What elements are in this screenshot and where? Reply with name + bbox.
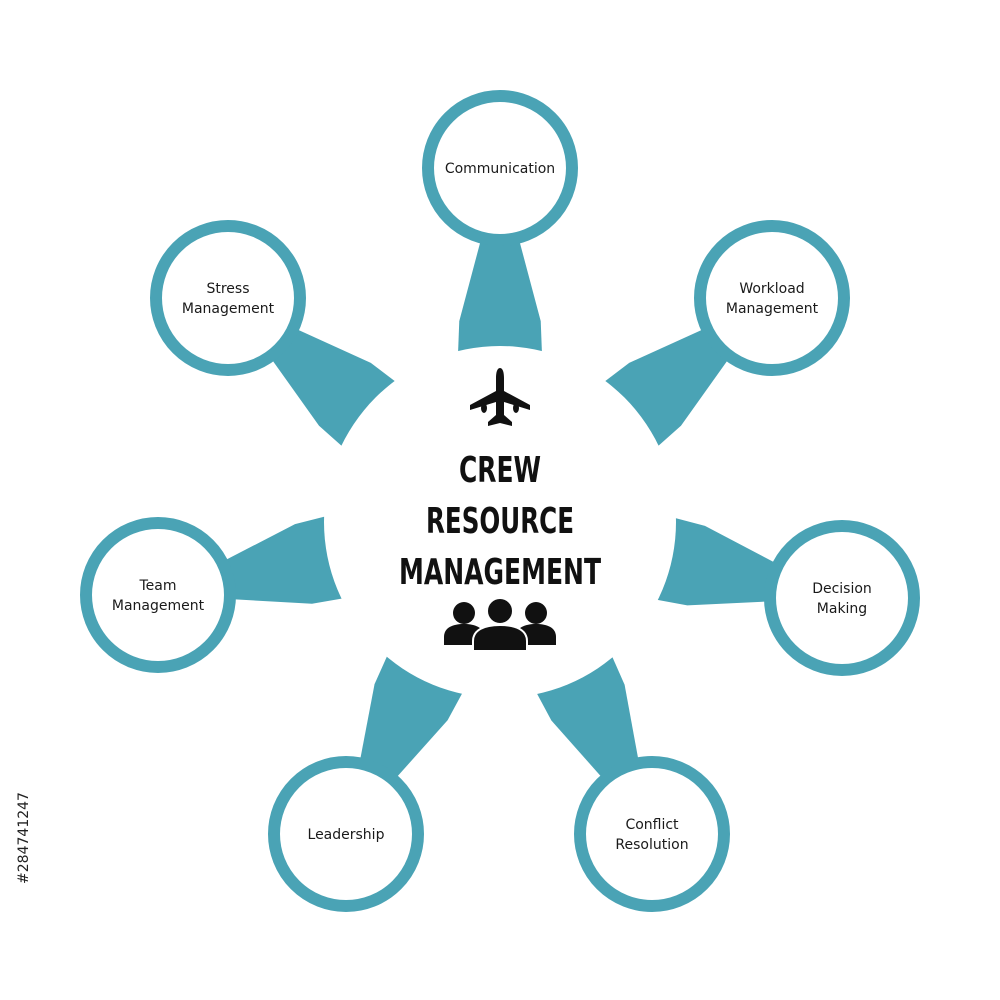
people-group-icon <box>444 597 556 652</box>
node-label-leadership-line-1: Leadership <box>308 827 385 843</box>
node-label-workload-management-line-2: Management <box>726 301 819 317</box>
node-label-communication-line-1: Communication <box>445 161 555 177</box>
node-label-team-management-line-2: Management <box>112 598 205 614</box>
node-leadership: Leadership <box>268 756 424 912</box>
node-label-decision-making-line-1: Decision <box>812 581 872 597</box>
node-ring-decision-making <box>764 520 920 676</box>
node-label-workload-management-line-1: Workload <box>739 281 804 297</box>
center-title-line-2: RESOURCE <box>426 501 574 542</box>
node-ring-communication <box>422 90 578 246</box>
node-ring-workload-management <box>694 220 850 376</box>
node-ring-stress-management <box>150 220 306 376</box>
node-communication: Communication <box>422 90 578 246</box>
node-ring-leadership <box>268 756 424 912</box>
center-hub-circle <box>324 346 676 698</box>
center-title-line-3: MANAGEMENT <box>399 552 601 593</box>
node-label-team-management-line-1: Team <box>138 578 176 594</box>
center-title-line-1: CREW <box>459 450 541 491</box>
node-ring-team-management <box>80 517 236 673</box>
airplane-icon <box>470 368 530 426</box>
image-id-watermark: #284741247 <box>16 792 32 884</box>
node-ring-conflict-resolution <box>574 756 730 912</box>
node-label-stress-management-line-2: Management <box>182 301 275 317</box>
node-label-conflict-resolution-line-2: Resolution <box>615 837 688 853</box>
node-label-conflict-resolution-line-1: Conflict <box>625 817 679 833</box>
node-label-stress-management-line-1: Stress <box>206 281 249 297</box>
node-label-decision-making-line-2: Making <box>817 601 867 617</box>
satellite-nodes: CommunicationWorkloadManagementDecisionM… <box>80 90 920 912</box>
